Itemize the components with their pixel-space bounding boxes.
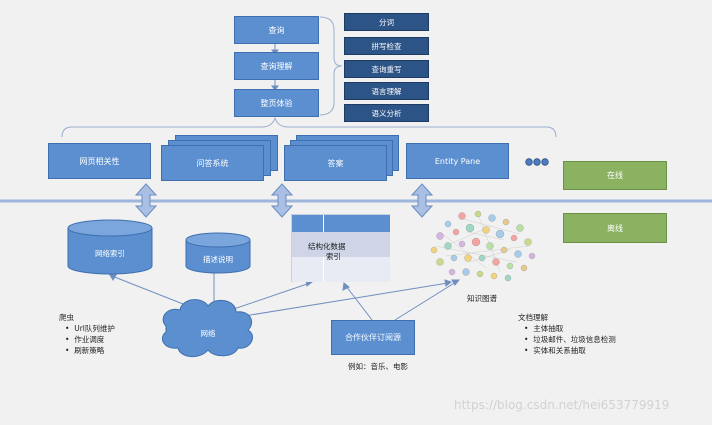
entity-pane-box: Entity Pane	[406, 143, 509, 179]
crawler-item-2-text: 作业调度	[74, 335, 105, 344]
crawler-list: 爬虫 • Url队列维护 • 作业调度 • 刷新策略	[59, 312, 115, 356]
ellipsis-dot-3	[541, 158, 549, 166]
online-label: 在线	[563, 161, 667, 190]
doc-item-1-text: 主体抽取	[533, 324, 564, 333]
structured-index-row-3	[292, 257, 390, 282]
crawler-title: 爬虫	[59, 313, 74, 322]
pipeline-arrow-head-2	[271, 85, 279, 91]
double-arrow-1	[134, 183, 158, 218]
curly-bracket-right	[319, 16, 343, 116]
crawler-item-1-text: Url队列维护	[74, 324, 115, 333]
curly-bracket-top	[61, 116, 557, 138]
query-box: 查询	[234, 16, 319, 44]
watermark: https://blog.csdn.net/hei653779919	[454, 398, 670, 412]
segmentation-box: 分词	[344, 13, 429, 31]
page-experience-box: 整页体验	[234, 89, 319, 117]
crawler-item-1: • Url队列维护	[65, 324, 115, 333]
partner-to-kg-head	[451, 279, 461, 286]
network-label: 网络	[200, 329, 216, 338]
network-cloud	[162, 299, 253, 357]
language-understanding-box: 语言理解	[344, 82, 429, 100]
doc-item-2: • 垃圾邮件、垃圾信息检测	[524, 335, 616, 344]
doc-item-3: • 实体和关系抽取	[524, 346, 586, 355]
crawler-item-2: • 作业调度	[65, 335, 105, 344]
web-index-label: 网络索引	[95, 249, 125, 258]
semantic-analysis-box: 语义分析	[344, 104, 429, 122]
structured-index-row-divider	[323, 257, 324, 282]
partner-to-structured-head	[342, 282, 350, 291]
doc-item-3-text: 实体和关系抽取	[533, 346, 586, 355]
ellipsis-dot-1	[525, 158, 533, 166]
double-arrow-2	[270, 183, 294, 218]
knowledge-graph-label: 知识图谱	[467, 294, 497, 303]
structured-index-header-divider	[323, 215, 324, 232]
doc-understanding-list: 文档理解 • 主体抽取 • 垃圾邮件、垃圾信息检测 • 实体和关系抽取	[518, 312, 616, 356]
structured-index-table	[291, 214, 390, 282]
web-relevance-box: 网页相关性	[48, 143, 151, 179]
structured-index-label-2: 索引	[326, 252, 341, 261]
offline-label: 离线	[563, 213, 667, 243]
partner-source-box: 合作伙伴订阅源	[331, 320, 415, 355]
web-index-cylinder	[67, 219, 153, 275]
doc-item-1: • 主体抽取	[524, 324, 564, 333]
knowledge-graph-image	[430, 210, 536, 282]
query-understanding-box: 查询理解	[234, 52, 319, 80]
partner-to-kg-arrow	[394, 281, 457, 321]
partner-example-label: 例如：音乐、电影	[348, 362, 408, 371]
qa-system-box: 问答系统	[161, 145, 264, 181]
doc-understanding-title: 文档理解	[518, 313, 548, 322]
structured-index-header-row	[292, 215, 390, 232]
spell-check-box: 拼写检查	[344, 37, 429, 55]
network-to-web-index-head	[109, 274, 117, 281]
answer-box: 答案	[284, 145, 387, 181]
structured-index-label-1: 结构化数据	[308, 242, 346, 251]
ellipsis-dot-2	[533, 158, 541, 166]
crawler-item-3: • 刷新策略	[65, 346, 105, 355]
description-label: 描述说明	[203, 255, 233, 264]
double-arrow-3	[410, 183, 434, 218]
network-to-kg-arrow	[231, 282, 449, 319]
query-rewrite-box: 查询重写	[344, 60, 429, 78]
crawler-item-3-text: 刷新策略	[74, 346, 105, 355]
partner-to-structured-arrow	[345, 285, 373, 321]
network-to-structured-arrow	[221, 282, 311, 314]
doc-item-2-text: 垃圾邮件、垃圾信息检测	[533, 335, 616, 344]
structured-index-row-2	[292, 232, 390, 257]
description-cylinder	[185, 232, 251, 274]
network-to-kg-head	[444, 279, 453, 287]
